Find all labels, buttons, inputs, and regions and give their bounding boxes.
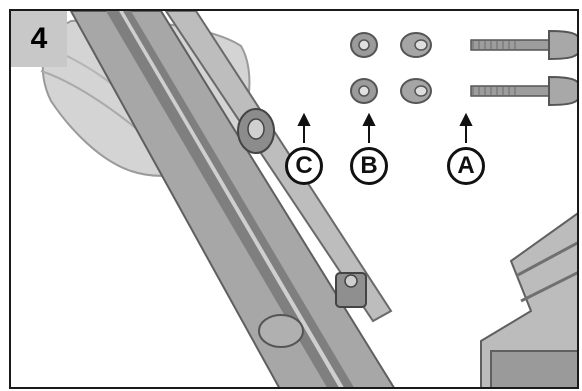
callout-c: C <box>285 147 323 185</box>
bolt-icon <box>471 77 579 105</box>
mounted-nut-illustration <box>238 109 274 153</box>
nut-icon <box>351 33 377 57</box>
instruction-panel: 4 <box>9 9 579 389</box>
arrow-up-icon <box>299 115 309 143</box>
callout-a: A <box>447 147 485 185</box>
assembly-illustration <box>11 11 579 389</box>
washer-icon <box>401 79 431 103</box>
callout-b: B <box>350 147 388 185</box>
arrow-up-icon <box>461 115 471 143</box>
washer-icon <box>401 33 431 57</box>
mounted-bolt-illustration <box>336 273 366 307</box>
bolt-icon <box>471 31 579 59</box>
nut-icon <box>351 79 377 103</box>
arrow-up-icon <box>364 115 374 143</box>
step-number-badge: 4 <box>11 11 67 67</box>
